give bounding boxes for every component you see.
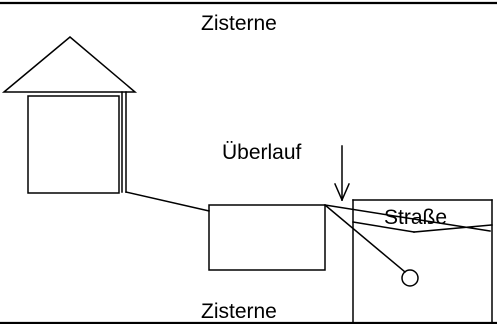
bottom-zisterne-label: Zisterne	[201, 300, 277, 323]
house-body	[27, 95, 120, 194]
cistern-tank	[208, 204, 326, 271]
street-section-curb-left	[352, 221, 415, 233]
street-section-curb-right	[413, 224, 493, 233]
street-drain-circle	[401, 269, 419, 287]
overflow-pipe-to-drain	[323, 203, 407, 274]
street-label: Straße	[384, 206, 448, 229]
top-zisterne-label: Zisterne	[201, 12, 277, 35]
house-to-cistern-pipe	[125, 191, 210, 212]
overflow-label: Überlauf	[222, 141, 302, 164]
house-roof	[1, 36, 138, 93]
overflow-arrow-left-head	[334, 183, 343, 201]
overflow-arrow-right-head	[341, 183, 350, 201]
